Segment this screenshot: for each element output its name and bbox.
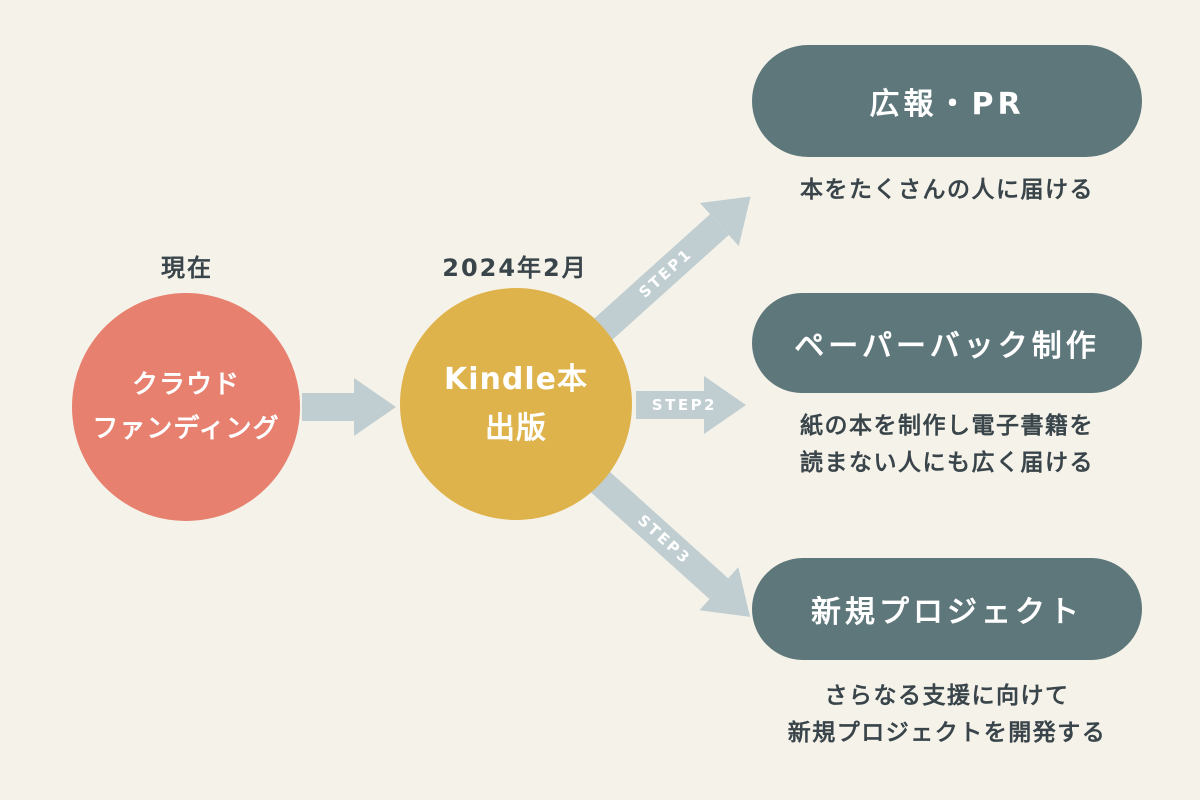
step3-pill: 新規プロジェクト: [752, 558, 1142, 660]
connector-arrow-head: [354, 378, 396, 436]
kindle-node-line1: Kindle本: [444, 361, 588, 397]
crowdfunding-node-line2: ファンディング: [92, 414, 280, 444]
step3-arrow: STEP3: [578, 457, 770, 639]
kindle-node-line2: 出版: [485, 411, 547, 446]
crowdfunding-node-line1: クラウド: [131, 369, 240, 400]
step2-caption-line2: 読まない人にも広く届ける: [800, 449, 1094, 476]
kindle-node: Kindle本 出版: [400, 288, 632, 520]
step2-title: ペーパーバック制作: [794, 329, 1100, 364]
step2-caption: 紙の本を制作し電子書籍を 読まない人にも広く届ける: [752, 408, 1142, 482]
step3-title: 新規プロジェクト: [811, 595, 1083, 630]
step3-caption-line1: さらなる支援に向けて: [824, 683, 1070, 709]
step1-caption: 本をたくさんの人に届ける: [752, 172, 1142, 209]
step1-title: 広報・PR: [869, 87, 1025, 122]
step2-arrow: STEP2: [636, 376, 746, 434]
current-node-label: 現在: [161, 254, 213, 282]
step1-pill: 広報・PR: [752, 45, 1142, 157]
step1-caption-line1: 本をたくさんの人に届ける: [800, 177, 1094, 203]
step2-badge: STEP2: [651, 396, 717, 414]
step2-caption-line1: 紙の本を制作し電子書籍を: [800, 413, 1094, 439]
step3-caption-line2: 新規プロジェクトを開発する: [787, 719, 1107, 746]
step2-pill: ペーパーバック制作: [752, 293, 1142, 393]
step2-arrow-shaft: [636, 391, 704, 419]
crowdfunding-node: クラウド ファンディング: [72, 293, 300, 521]
kindle-node-label: 2024年2月: [442, 254, 588, 282]
step3-caption: さらなる支援に向けて 新規プロジェクトを開発する: [752, 678, 1142, 752]
connector-arrow-shaft: [302, 393, 354, 421]
connector-arrow: [302, 378, 396, 436]
step2-arrow-head: [704, 376, 746, 434]
